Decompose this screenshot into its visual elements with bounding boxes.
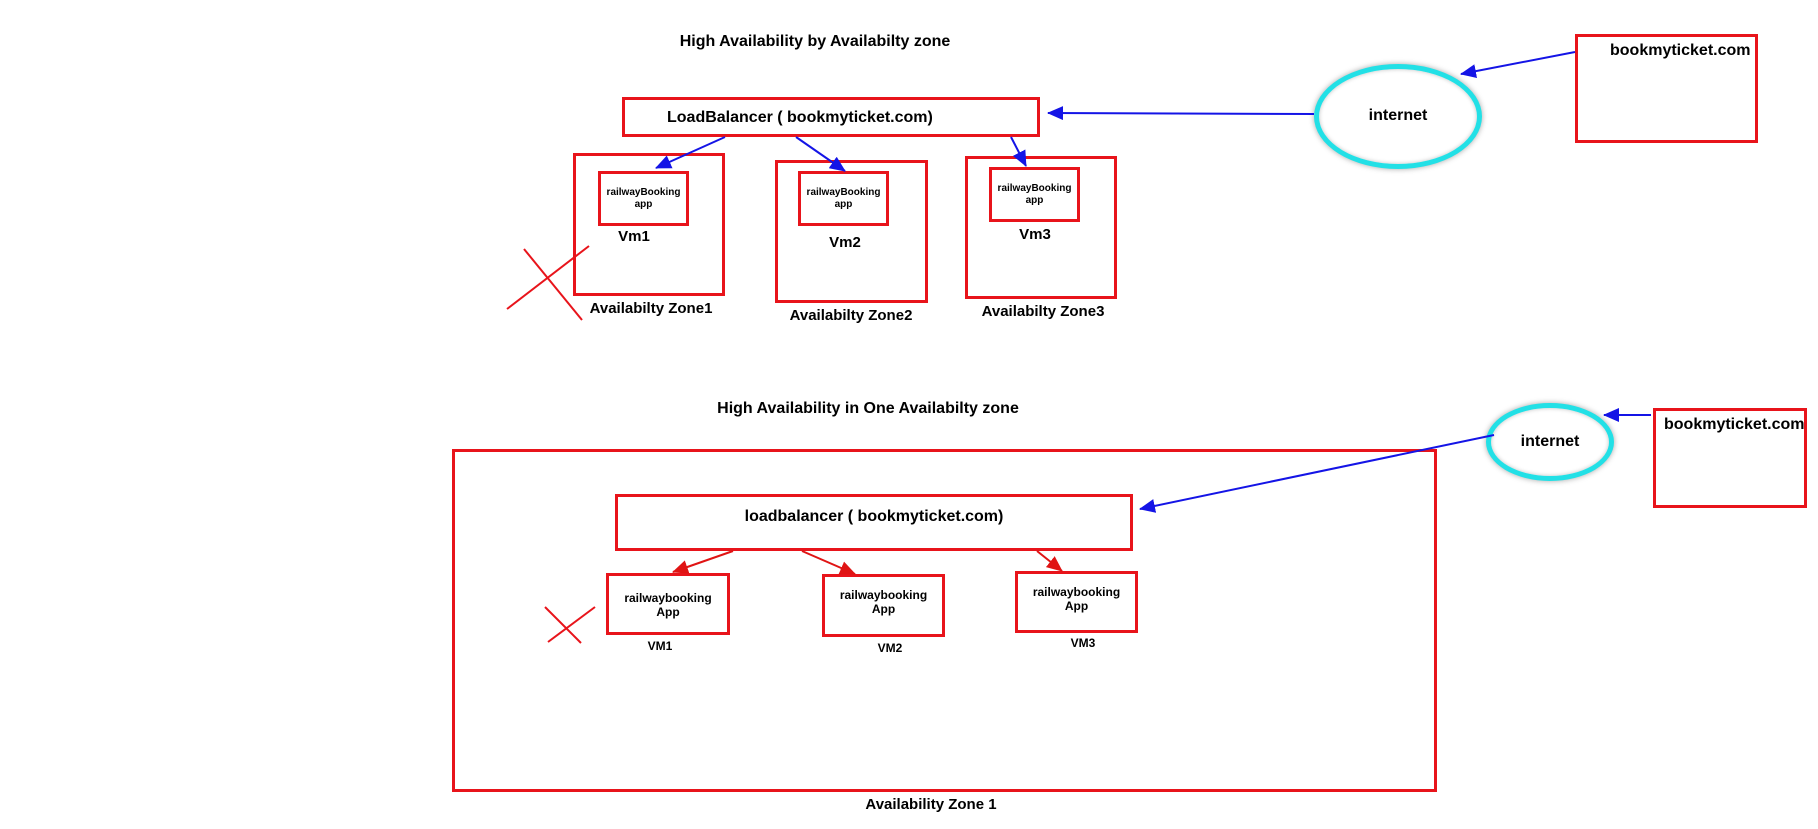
top-vm1-label: Vm1 — [618, 228, 650, 245]
bottom-vm3-app-label: railwaybooking App — [1032, 585, 1121, 613]
top-vm2-app-label: railwayBooking app — [806, 187, 881, 210]
top-vm1-app-box: railwayBooking app — [598, 171, 689, 226]
top-vm1-app-label: railwayBooking app — [606, 187, 681, 210]
top-load-balancer-label: LoadBalancer ( bookmyticket.com) — [667, 109, 933, 126]
top-vm2-app-box: railwayBooking app — [798, 171, 889, 226]
top-zone1-label: Availabilty Zone1 — [589, 300, 713, 317]
bottom-vm1-app-box: railwaybooking App — [606, 573, 730, 635]
bottom-internet-label: internet — [1520, 433, 1580, 450]
top-internet-node: internet — [1314, 64, 1482, 169]
top-vm3-app-box: railwayBooking app — [989, 167, 1080, 222]
top-site-box: bookmyticket.com — [1575, 34, 1758, 143]
top-site-label: bookmyticket.com — [1610, 42, 1751, 59]
top-internet-label: internet — [1368, 107, 1428, 124]
bottom-vm2-app-box: railwaybooking App — [822, 574, 945, 637]
bottom-load-balancer-label: loadbalancer ( bookmyticket.com) — [744, 508, 1004, 525]
bottom-vm2-app-label: railwaybooking App — [839, 588, 928, 616]
top-vm2-label: Vm2 — [829, 234, 861, 251]
bottom-internet-node: internet — [1486, 403, 1614, 481]
bottom-title: High Availability in One Availabilty zon… — [717, 400, 1019, 417]
bottom-vm1-app-label: railwaybooking App — [624, 591, 712, 619]
bottom-vm2-label: VM2 — [877, 641, 903, 655]
top-zone2-label: Availabilty Zone2 — [789, 307, 913, 324]
top-zone3-label: Availabilty Zone3 — [981, 303, 1105, 320]
bottom-load-balancer: loadbalancer ( bookmyticket.com) — [615, 494, 1133, 551]
top-arrow-site-to-internet — [1460, 51, 1576, 79]
bottom-vm3-app-box: railwaybooking App — [1015, 571, 1138, 633]
top-load-balancer: LoadBalancer ( bookmyticket.com) — [622, 97, 1040, 137]
bottom-zone-label: Availability Zone 1 — [865, 796, 997, 813]
top-vm3-app-label: railwayBooking app — [997, 183, 1072, 206]
bottom-site-box: bookmyticket.com — [1653, 408, 1807, 508]
top-arrow-internet-to-lb — [1047, 106, 1315, 121]
bottom-site-label: bookmyticket.com — [1664, 416, 1805, 433]
top-title: High Availability by Availabilty zone — [679, 33, 951, 50]
bottom-vm3-label: VM3 — [1070, 636, 1096, 650]
bottom-vm1-label: VM1 — [647, 639, 673, 653]
top-vm3-label: Vm3 — [1019, 226, 1051, 243]
